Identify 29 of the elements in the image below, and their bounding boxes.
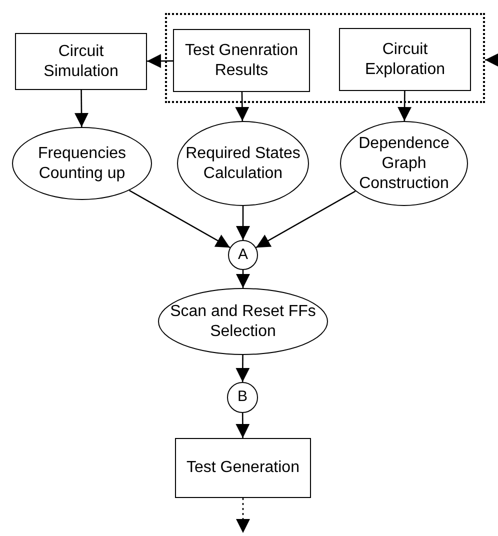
arrow bbox=[256, 190, 356, 248]
node-label: Dependence Graph Construction bbox=[358, 134, 450, 194]
node-label: Test Gnenration Results bbox=[184, 40, 299, 80]
connector-circle bbox=[227, 382, 258, 413]
process-box bbox=[339, 28, 471, 91]
dotted-group-box bbox=[165, 13, 485, 103]
arrow bbox=[236, 270, 250, 288]
node-label: Required States Calculation bbox=[184, 144, 302, 184]
node-label: Circuit Exploration bbox=[364, 40, 446, 80]
arrow bbox=[236, 498, 250, 533]
node-label: Circuit Simulation bbox=[42, 42, 120, 82]
process-box bbox=[15, 33, 147, 90]
arrow bbox=[74, 90, 88, 127]
arrow bbox=[147, 54, 173, 68]
arrow bbox=[236, 355, 250, 382]
arrow bbox=[485, 53, 498, 67]
arrow bbox=[236, 206, 250, 240]
node-label: Scan and Reset FFs Selection bbox=[169, 302, 317, 342]
arrow bbox=[398, 91, 412, 121]
arrow bbox=[129, 190, 230, 248]
connector-circle bbox=[228, 240, 258, 270]
node-label: B bbox=[237, 388, 248, 407]
arrow bbox=[236, 413, 250, 438]
node-label: A bbox=[238, 246, 248, 264]
node-label: Frequencies Counting up bbox=[36, 144, 128, 184]
process-box bbox=[175, 438, 311, 498]
node-label: Test Generation bbox=[186, 458, 300, 478]
arrow bbox=[235, 92, 250, 121]
process-box bbox=[173, 29, 310, 92]
